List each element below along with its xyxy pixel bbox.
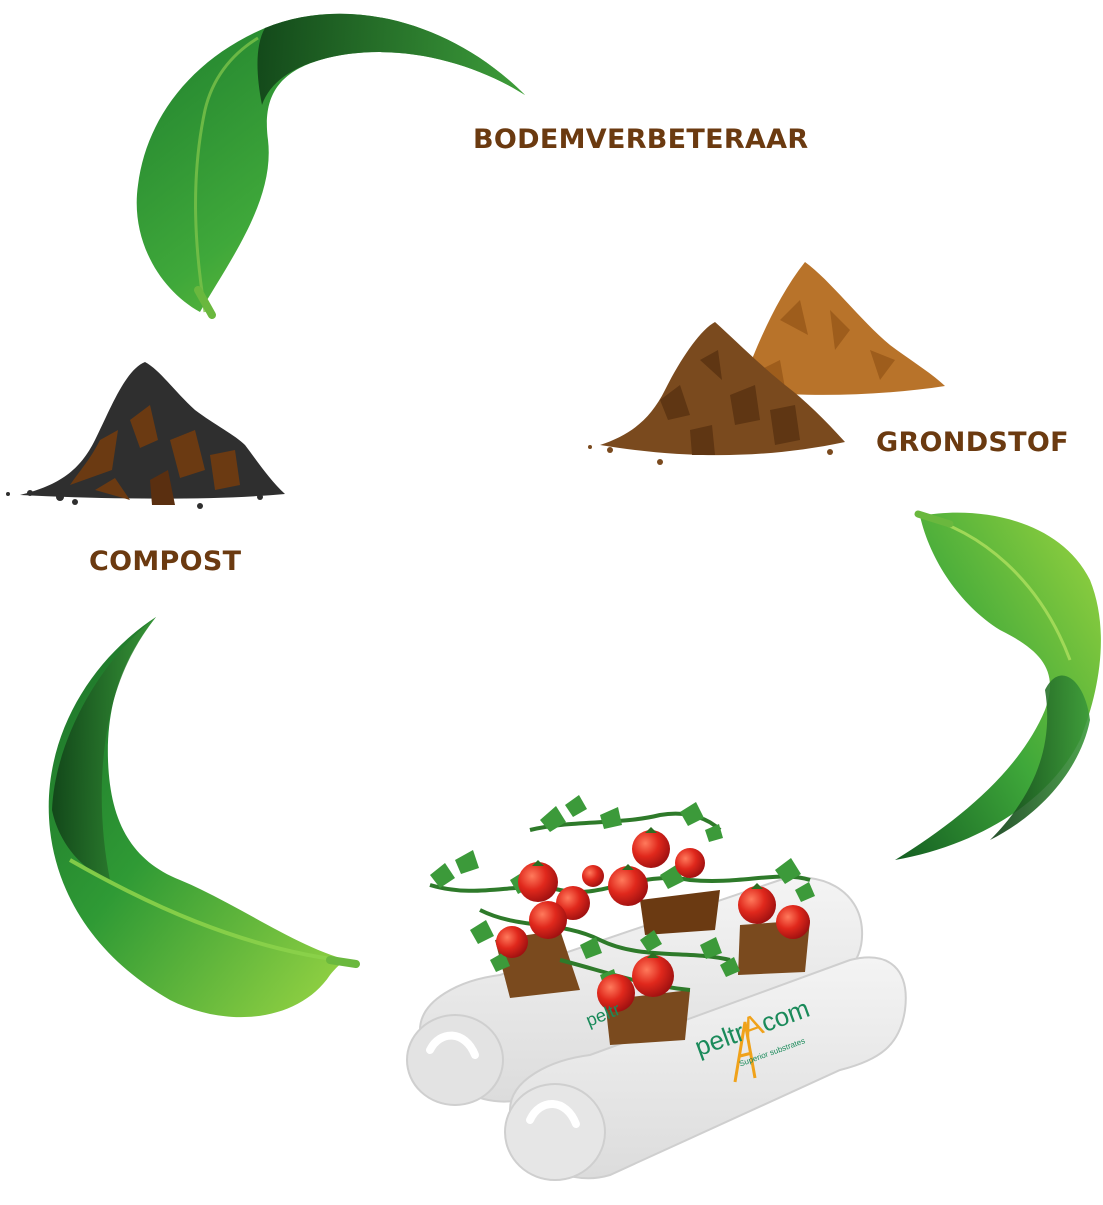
label-raw-material: GRONDSTOF bbox=[876, 427, 1069, 458]
leaf-icon bbox=[895, 510, 1101, 860]
label-compost: COMPOST bbox=[89, 546, 242, 577]
leaf-icon bbox=[48, 617, 360, 1018]
tomato-stems bbox=[532, 827, 763, 958]
tomato-icon bbox=[496, 830, 810, 1012]
leaf-icon bbox=[136, 13, 525, 319]
brand-logo-mark bbox=[733, 1021, 757, 1083]
soil-pile-icon bbox=[6, 362, 285, 509]
label-soil-improver: BODEMVERBETERAAR bbox=[473, 124, 809, 155]
soil-pile-icon bbox=[588, 322, 845, 465]
grow-bag-icon bbox=[504, 956, 907, 1181]
